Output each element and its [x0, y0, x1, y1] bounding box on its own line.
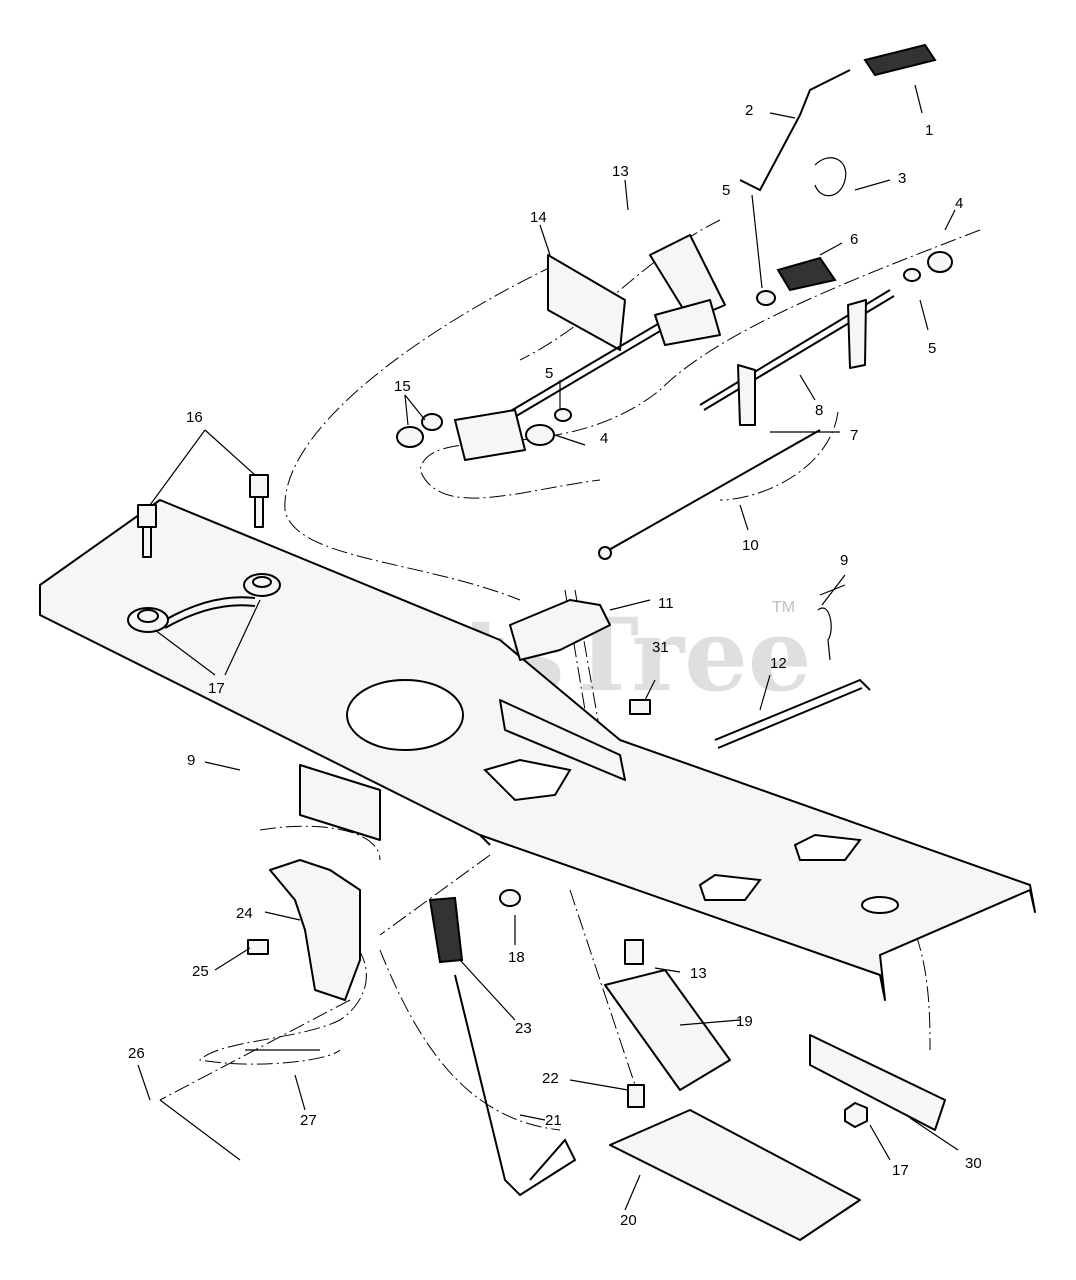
callout-16: 16	[186, 409, 203, 426]
callout-1: 1	[925, 122, 933, 139]
callout-labels: 1 2 3 4 4 5 5 5 6 7 8 9 9 10 11 12 13 13…	[128, 102, 982, 1229]
plate-19	[604, 969, 731, 1091]
frame-center-hole	[346, 679, 464, 751]
callout-25: 25	[192, 963, 209, 980]
rod-12	[714, 607, 871, 749]
bracket-14	[547, 254, 626, 351]
callout-18: 18	[508, 949, 525, 966]
callout-27: 27	[300, 1112, 317, 1129]
bracket-24	[269, 859, 361, 1001]
frame-slot-right	[793, 833, 862, 861]
callout-8: 8	[815, 402, 823, 419]
callout-19: 19	[736, 1013, 753, 1030]
spring-26	[159, 1099, 241, 1161]
upper-shaft-assembly	[396, 234, 953, 560]
callout-13b: 13	[690, 965, 707, 982]
callout-9a: 9	[840, 552, 848, 569]
callout-4a: 4	[955, 195, 963, 212]
arm-plate	[454, 409, 526, 461]
center-bracket	[499, 599, 651, 781]
callout-15: 15	[394, 378, 411, 395]
lift-lever	[739, 43, 937, 197]
callout-5a: 5	[722, 182, 730, 199]
callout-3: 3	[898, 170, 906, 187]
pedal-bracket	[649, 234, 726, 321]
coupler-6	[776, 256, 837, 292]
spring-3	[814, 157, 847, 197]
callout-24: 24	[236, 905, 253, 922]
callout-2: 2	[745, 102, 753, 119]
callout-17b: 17	[892, 1162, 909, 1179]
grip-1	[863, 43, 937, 77]
callout-14: 14	[530, 209, 547, 226]
watermark-trademark: TM	[772, 599, 795, 616]
plate-30	[809, 1034, 946, 1131]
callout-11: 11	[658, 595, 674, 612]
frame-bolts	[127, 474, 281, 633]
main-frame	[39, 499, 1036, 1001]
callout-10: 10	[742, 537, 759, 554]
leader-lines	[137, 84, 959, 1211]
callout-30: 30	[965, 1155, 982, 1172]
callout-4b: 4	[600, 430, 608, 447]
rod-10	[599, 429, 821, 556]
callout-5b: 5	[545, 365, 553, 382]
frame-slot-opening	[483, 758, 572, 802]
callout-12: 12	[770, 655, 787, 672]
lower-right-assembly	[604, 939, 946, 1241]
callout-5c: 5	[928, 340, 936, 357]
frame-slot-middle	[698, 873, 762, 901]
callout-21: 21	[545, 1112, 562, 1129]
callout-7: 7	[850, 427, 858, 444]
plate-left	[299, 764, 381, 841]
callout-9b: 9	[187, 752, 195, 769]
callout-22: 22	[542, 1070, 559, 1087]
bracket-20	[609, 1109, 861, 1241]
grip-23	[428, 896, 464, 964]
callout-31: 31	[652, 639, 669, 656]
callout-6: 6	[850, 231, 858, 248]
callout-13a: 13	[612, 163, 629, 180]
callout-23: 23	[515, 1020, 532, 1037]
lower-lever	[428, 889, 577, 1197]
frame-round-hole	[861, 896, 899, 914]
callout-17a: 17	[208, 680, 225, 697]
lower-left-assembly	[159, 764, 381, 1161]
callout-20: 20	[620, 1212, 637, 1229]
callout-26: 26	[128, 1045, 145, 1062]
